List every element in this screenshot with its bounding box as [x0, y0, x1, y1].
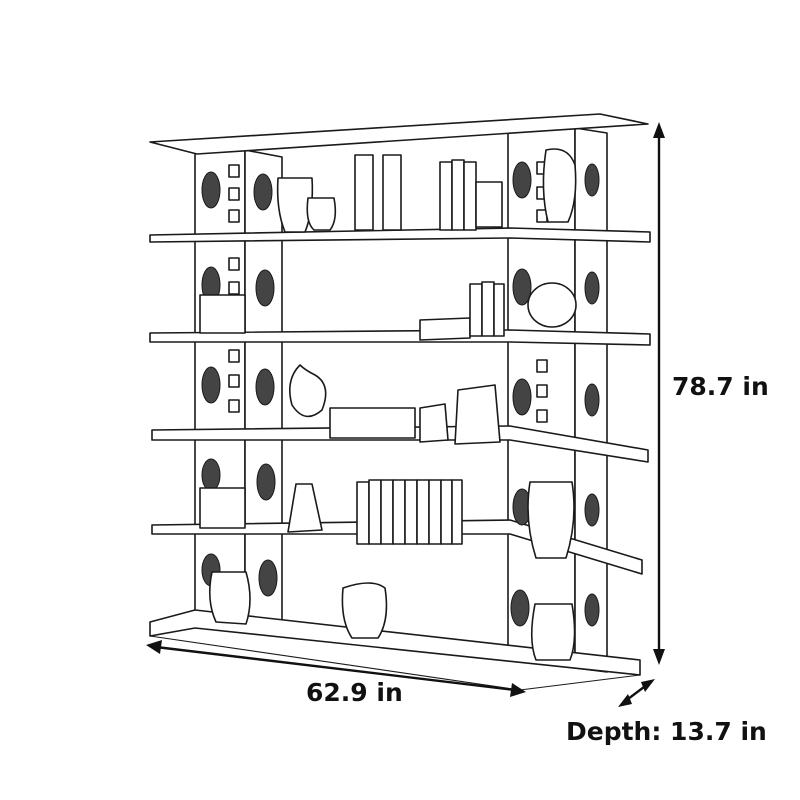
ornament-icon [201, 161, 600, 627]
vase-icon-small [306, 197, 337, 231]
jar-icon [208, 571, 251, 625]
book-stack-icon [199, 487, 246, 529]
book-icon [439, 161, 453, 231]
vase-icon-tall [287, 483, 323, 533]
book-icon [380, 479, 394, 545]
sculpture-icon [289, 364, 327, 418]
depth-arrow [618, 679, 655, 707]
height-label: 78.7 in [672, 372, 769, 401]
book-icon [451, 159, 465, 231]
shelf-4 [151, 425, 649, 463]
vase-icon-right [542, 148, 577, 223]
box-icon [329, 407, 416, 439]
book-icon [493, 283, 505, 337]
horse-figurine-icon [454, 384, 501, 445]
vase-icon-woven [527, 481, 575, 559]
book-icon [469, 283, 483, 337]
book-icon [440, 479, 453, 545]
book-icon [356, 481, 370, 545]
shelf-top [149, 113, 649, 155]
book-stack-icon [475, 181, 503, 228]
shelf-3 [149, 329, 651, 346]
width-arrow [146, 640, 526, 697]
depth-label: Depth: 13.7 in [566, 717, 767, 746]
height-arrow [653, 122, 665, 665]
candle-holder-right [382, 154, 402, 231]
book-icon [368, 479, 382, 545]
book-icon [451, 479, 463, 545]
book-icon [416, 479, 430, 545]
horse-figurine-icon [530, 603, 576, 661]
book-icon [463, 161, 477, 231]
shelf-frame [149, 113, 651, 691]
book-icon [392, 479, 406, 545]
vase-icon [276, 177, 314, 233]
shelf-5 [151, 519, 643, 575]
book-icon [428, 479, 442, 545]
book-icon [481, 281, 495, 337]
figurine-icon [419, 403, 449, 443]
book-stack-icon [199, 294, 246, 334]
vase-icon-bottom [341, 582, 388, 639]
figurine-icon [419, 317, 471, 341]
book-icon [404, 479, 418, 545]
vase-icon-round [527, 282, 577, 328]
shelf-2 [149, 227, 651, 243]
shelf-items [199, 148, 577, 661]
candle-holder-left [354, 154, 374, 231]
width-label: 62.9 in [306, 678, 403, 707]
